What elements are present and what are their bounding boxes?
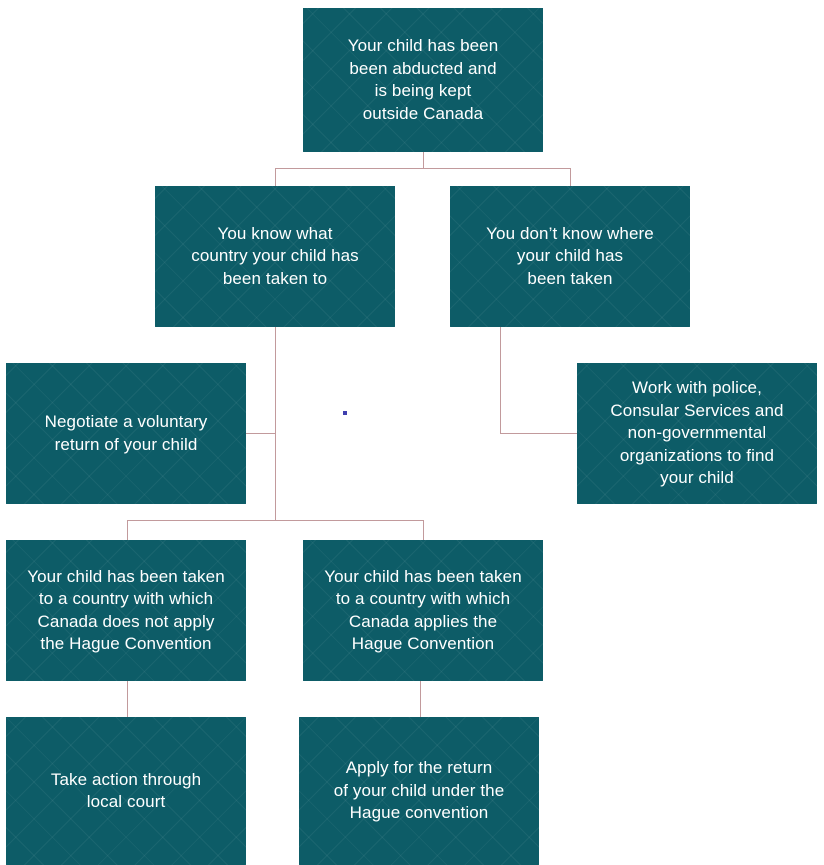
node-label: Negotiate a voluntary return of your chi… <box>44 412 208 454</box>
node-label: You don’t know where your child has been… <box>486 223 654 288</box>
connector-root-to-unknown <box>570 168 571 186</box>
node-work-with-police[interactable]: Work with police, Consular Services and … <box>577 363 817 504</box>
connector-known-stem <box>275 327 276 521</box>
node-hague-not-applied[interactable]: Your child has been taken to a country w… <box>6 540 246 681</box>
connector-root-to-known <box>275 168 276 186</box>
marker-dot <box>343 411 347 415</box>
node-negotiate-voluntary-return[interactable]: Negotiate a voluntary return of your chi… <box>6 363 246 504</box>
node-apply-hague-return[interactable]: Apply for the return of your child under… <box>299 717 539 865</box>
node-label: Apply for the return of your child under… <box>333 758 505 823</box>
connector-nohague-to-court <box>127 681 128 718</box>
node-hague-applied[interactable]: Your child has been taken to a country w… <box>303 540 543 681</box>
node-label: Take action through local court <box>50 769 202 812</box>
node-label: Your child has been taken to a country w… <box>27 566 225 654</box>
node-local-court-action[interactable]: Take action through local court <box>6 717 246 865</box>
connector-hague-split-bar <box>127 520 423 521</box>
node-label: Your child has been been abducted and is… <box>347 36 499 123</box>
connector-root-stem <box>423 152 424 169</box>
connector-hague-to-apply <box>420 681 421 718</box>
node-abduction-root[interactable]: Your child has been been abducted and is… <box>303 8 543 152</box>
connector-root-split-bar <box>275 168 571 169</box>
node-country-unknown[interactable]: You don’t know where your child has been… <box>450 186 690 327</box>
connector-to-hague <box>423 520 424 541</box>
node-label: Work with police, Consular Services and … <box>610 378 784 488</box>
connector-unknown-stem <box>500 327 501 434</box>
node-country-known[interactable]: You know what country your child has bee… <box>155 186 395 327</box>
node-label: Your child has been taken to a country w… <box>324 566 522 654</box>
connector-to-nohague <box>127 520 128 541</box>
node-label: You know what country your child has bee… <box>191 223 359 288</box>
connector-unknown-to-police <box>500 433 578 434</box>
connector-known-to-negotiate <box>246 433 276 434</box>
